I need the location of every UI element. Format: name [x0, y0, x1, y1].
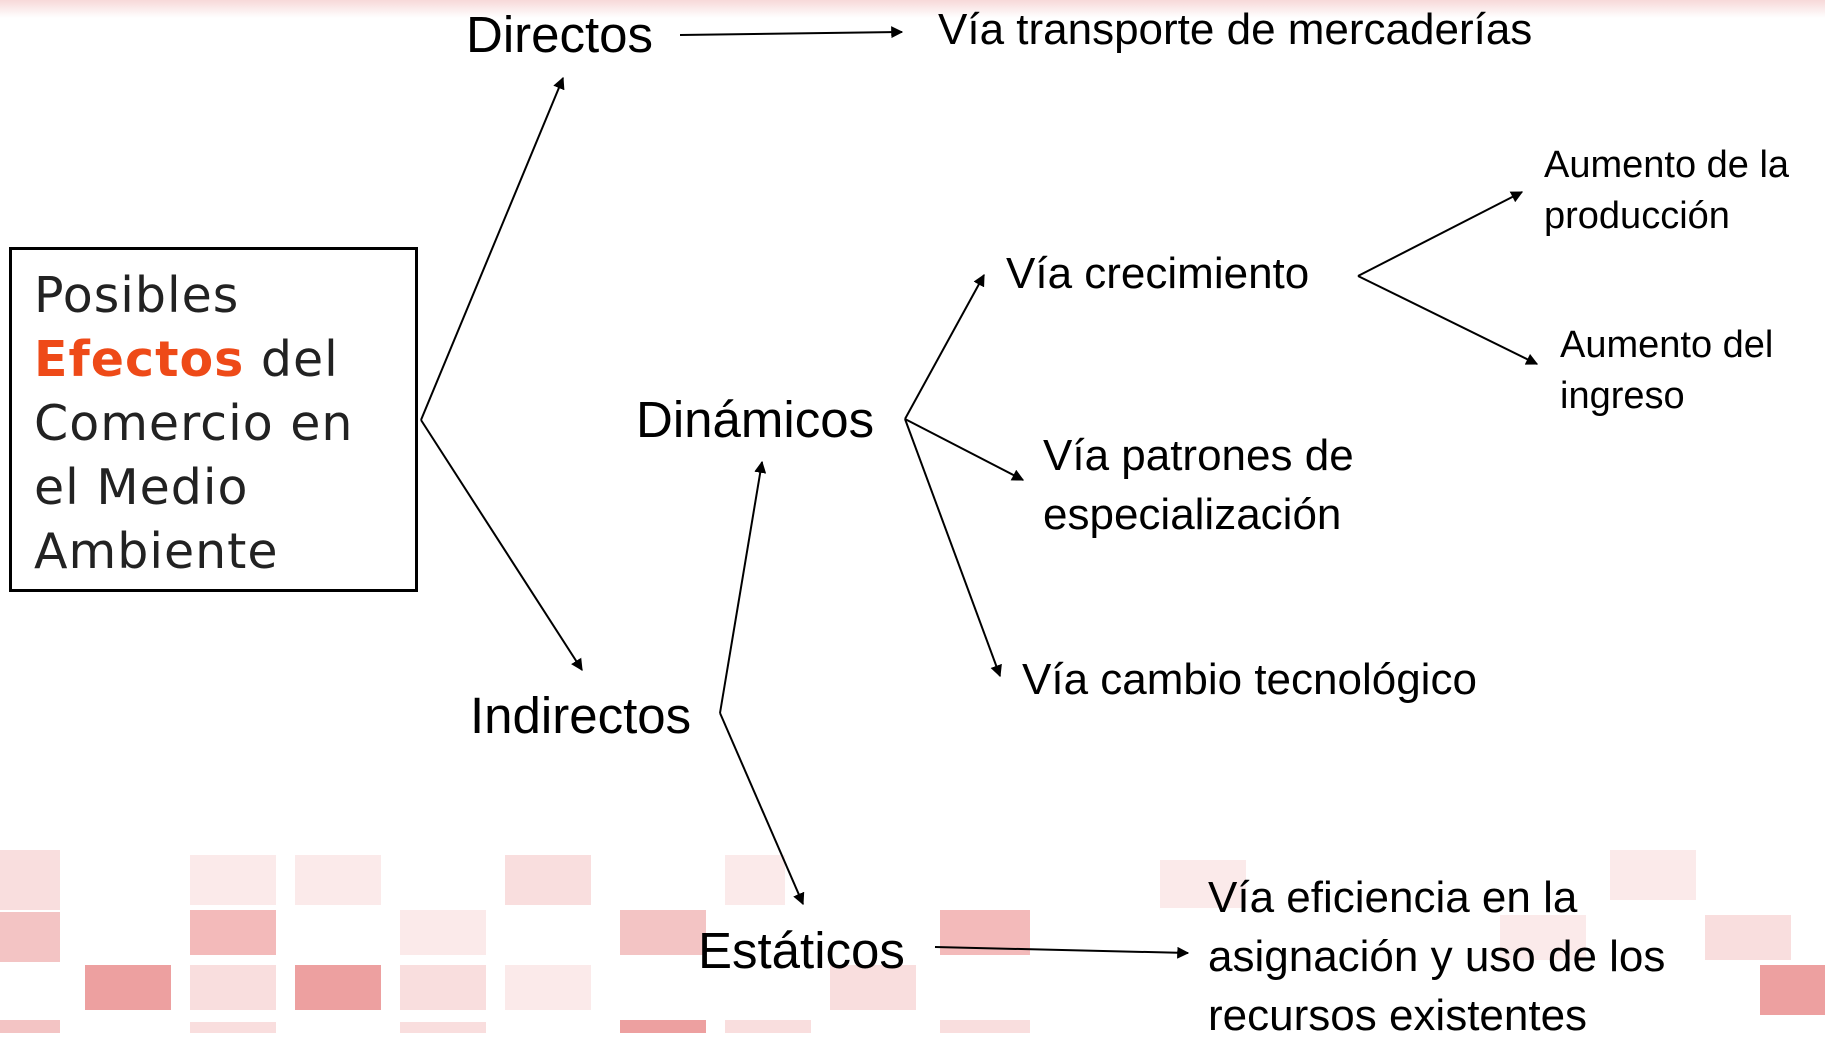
tile [940, 1020, 1030, 1033]
tile [295, 965, 381, 1010]
tile [0, 1020, 60, 1033]
aumento-ingreso-line-2: ingreso [1560, 375, 1685, 417]
arrow-directos-to-transporte [679, 26, 904, 39]
eficiencia-line-1: Vía eficiencia en la [1208, 873, 1578, 922]
tile [1500, 915, 1586, 960]
tile [725, 1020, 811, 1033]
tile [725, 855, 785, 905]
aumento-ingreso-line-1: Aumento del [1560, 324, 1774, 366]
arrow-crecimiento-to-ingreso [1357, 275, 1539, 365]
node-aumento-ingreso: Aumento del ingreso [1560, 320, 1773, 422]
root-line-3: Comercio en [34, 395, 354, 452]
tile [400, 965, 486, 1010]
tile [190, 1022, 276, 1033]
node-tecnologico: Vía cambio tecnológico [1022, 655, 1477, 704]
arrow-indirectos-to-dinamicos [719, 460, 767, 714]
root-line-2-rest: del [244, 331, 339, 388]
tile [620, 1020, 706, 1033]
patrones-line-1: Vía patrones de [1043, 431, 1354, 480]
node-crecimiento: Vía crecimiento [1006, 249, 1310, 298]
tile [620, 910, 706, 955]
aumento-produccion-line-1: Aumento de la [1544, 144, 1790, 186]
root-line-4: el Medio [34, 459, 249, 516]
patrones-line-2: especialización [1043, 490, 1342, 539]
tile [505, 855, 591, 905]
arrow-dinamicos-to-patrones [904, 418, 1025, 481]
root-line-5: Ambiente [34, 523, 279, 580]
node-patrones: Vía patrones de especialización [1043, 426, 1354, 544]
tile [0, 850, 60, 910]
root-line-1: Posibles [34, 267, 240, 324]
tile [85, 965, 171, 1010]
tile [830, 965, 916, 1010]
tile [1160, 860, 1246, 908]
node-directos: Directos [466, 6, 654, 63]
arrow-indirectos-to-estaticos [719, 712, 805, 906]
tile [190, 910, 276, 955]
tile [1760, 965, 1825, 1015]
node-estaticos: Estáticos [698, 922, 905, 979]
tile [505, 965, 591, 1010]
tile [190, 965, 276, 1010]
arrow-dinamicos-to-tecnologico [904, 418, 1002, 678]
root-concept-box: Posibles Efectos del Comercio en el Medi… [9, 247, 418, 592]
tile [1610, 850, 1696, 900]
node-aumento-produccion: Aumento de la producción [1544, 140, 1789, 242]
tile [190, 855, 276, 905]
tile [0, 912, 60, 962]
node-transporte: Vía transporte de mercaderías [938, 5, 1533, 54]
tile [400, 910, 486, 955]
eficiencia-line-3: recursos existentes [1208, 991, 1588, 1040]
tile [295, 855, 381, 905]
arrow-estaticos-to-eficiencia [934, 946, 1190, 959]
node-dinamicos: Dinámicos [636, 391, 875, 448]
top-gradient-band [0, 0, 1825, 18]
tile [400, 1022, 486, 1033]
arrow-crecimiento-to-produccion [1357, 191, 1524, 277]
aumento-produccion-line-2: producción [1544, 195, 1730, 237]
arrow-box-to-indirectos [420, 419, 583, 672]
root-accent-word: Efectos [34, 331, 245, 388]
root-line-2: Efectos del [34, 328, 353, 392]
arrow-dinamicos-to-crecimiento [904, 273, 985, 420]
node-indirectos: Indirectos [470, 687, 692, 744]
arrow-box-to-directos [420, 76, 565, 421]
node-eficiencia: Vía eficiencia en la asignación y uso de… [1208, 868, 1665, 1045]
tile [1705, 915, 1791, 960]
root-concept-text: Posibles Efectos del Comercio en el Medi… [34, 264, 353, 584]
eficiencia-line-2: asignación y uso de los [1208, 932, 1666, 981]
